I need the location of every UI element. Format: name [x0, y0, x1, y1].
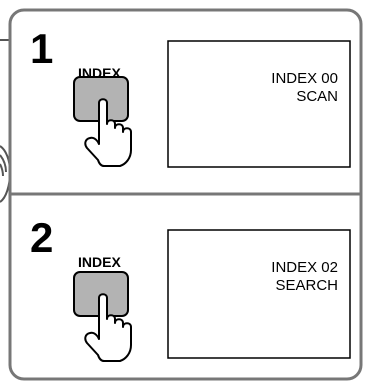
step-1-button-label: INDEX [78, 66, 121, 80]
step-2-screen-line2: SEARCH [275, 277, 338, 295]
step-1-number: 1 [30, 28, 53, 70]
step-2-number: 2 [30, 217, 53, 259]
step-1-screen-line1: INDEX 00 [271, 70, 338, 88]
step-2-button-label: INDEX [78, 255, 121, 269]
step-1-screen-line2: SCAN [296, 88, 338, 106]
step-2-screen-line1: INDEX 02 [271, 259, 338, 277]
